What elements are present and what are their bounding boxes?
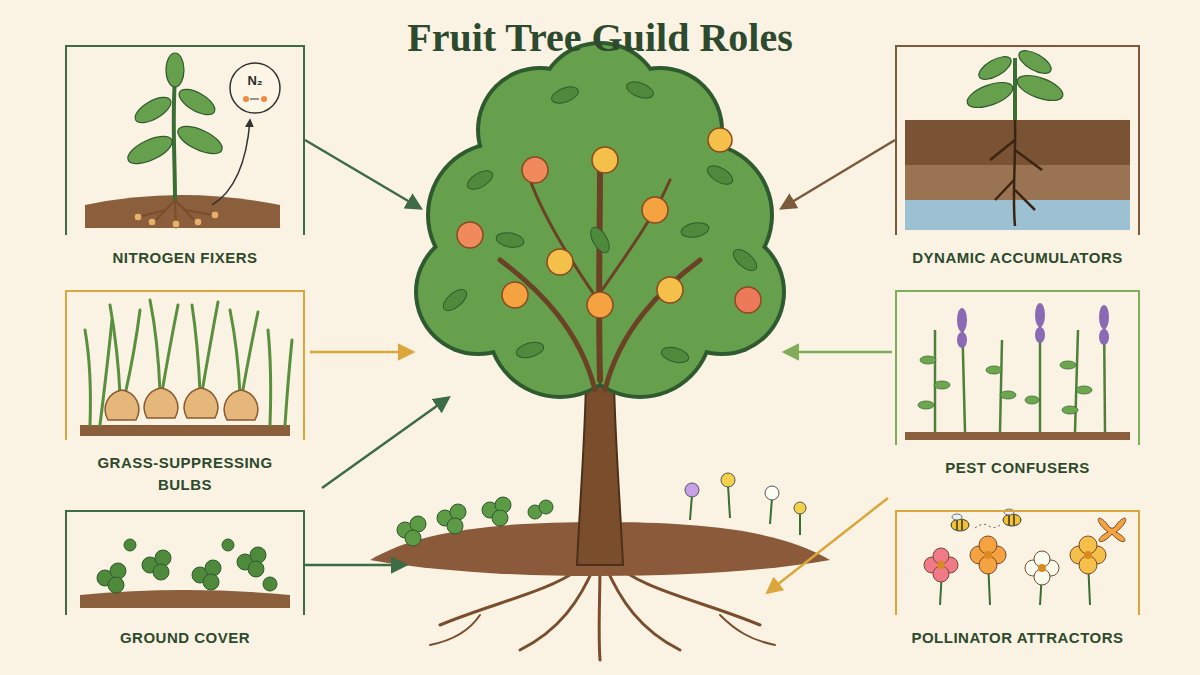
panel-frame [65,45,305,235]
role-label: GRASS-SUPPRESSING BULBS [90,452,280,496]
pest-confuser-illustration [905,303,1130,440]
panel-frame [895,290,1140,445]
bulb-illustration [80,300,292,436]
panel-frame [65,510,305,615]
base-plants [397,473,806,546]
role-label: DYNAMIC ACCUMULATORS [897,247,1138,269]
role-label: PEST CONFUSERS [897,457,1138,479]
guild-role-panel: POLLINATOR ATTRACTORS [895,510,1140,649]
tree-fruits [457,128,761,318]
formula-label: N₂ [247,73,262,88]
panel-frame [895,45,1140,235]
panel-frame [895,510,1140,615]
guild-role-panel: GRASS-SUPPRESSING BULBS [65,290,305,496]
role-label: GROUND COVER [67,627,303,649]
guild-role-panel: GROUND COVER [65,510,305,649]
guild-role-panel: DYNAMIC ACCUMULATORS [895,45,1140,269]
guild-role-panel: NITROGEN FIXERS [65,45,305,269]
tree-trunk [577,380,623,565]
tree-branches [500,170,700,390]
tree-leaves [440,79,760,366]
role-label: POLLINATOR ATTRACTORS [897,627,1138,649]
pollinator-illustration [924,509,1126,605]
diagram-title: Fruit Tree Guild Roles [0,14,1200,61]
guild-role-panel: PEST CONFUSERS [895,290,1140,479]
tree-canopy [414,41,786,399]
role-label: NITROGEN FIXERS [67,247,303,269]
panel-frame [65,290,305,440]
accumulator-illustration [905,46,1130,230]
nitrogen-fixer-illustration [85,53,280,228]
ground-cover-illustration [80,539,290,608]
guild-arrows [305,140,895,592]
